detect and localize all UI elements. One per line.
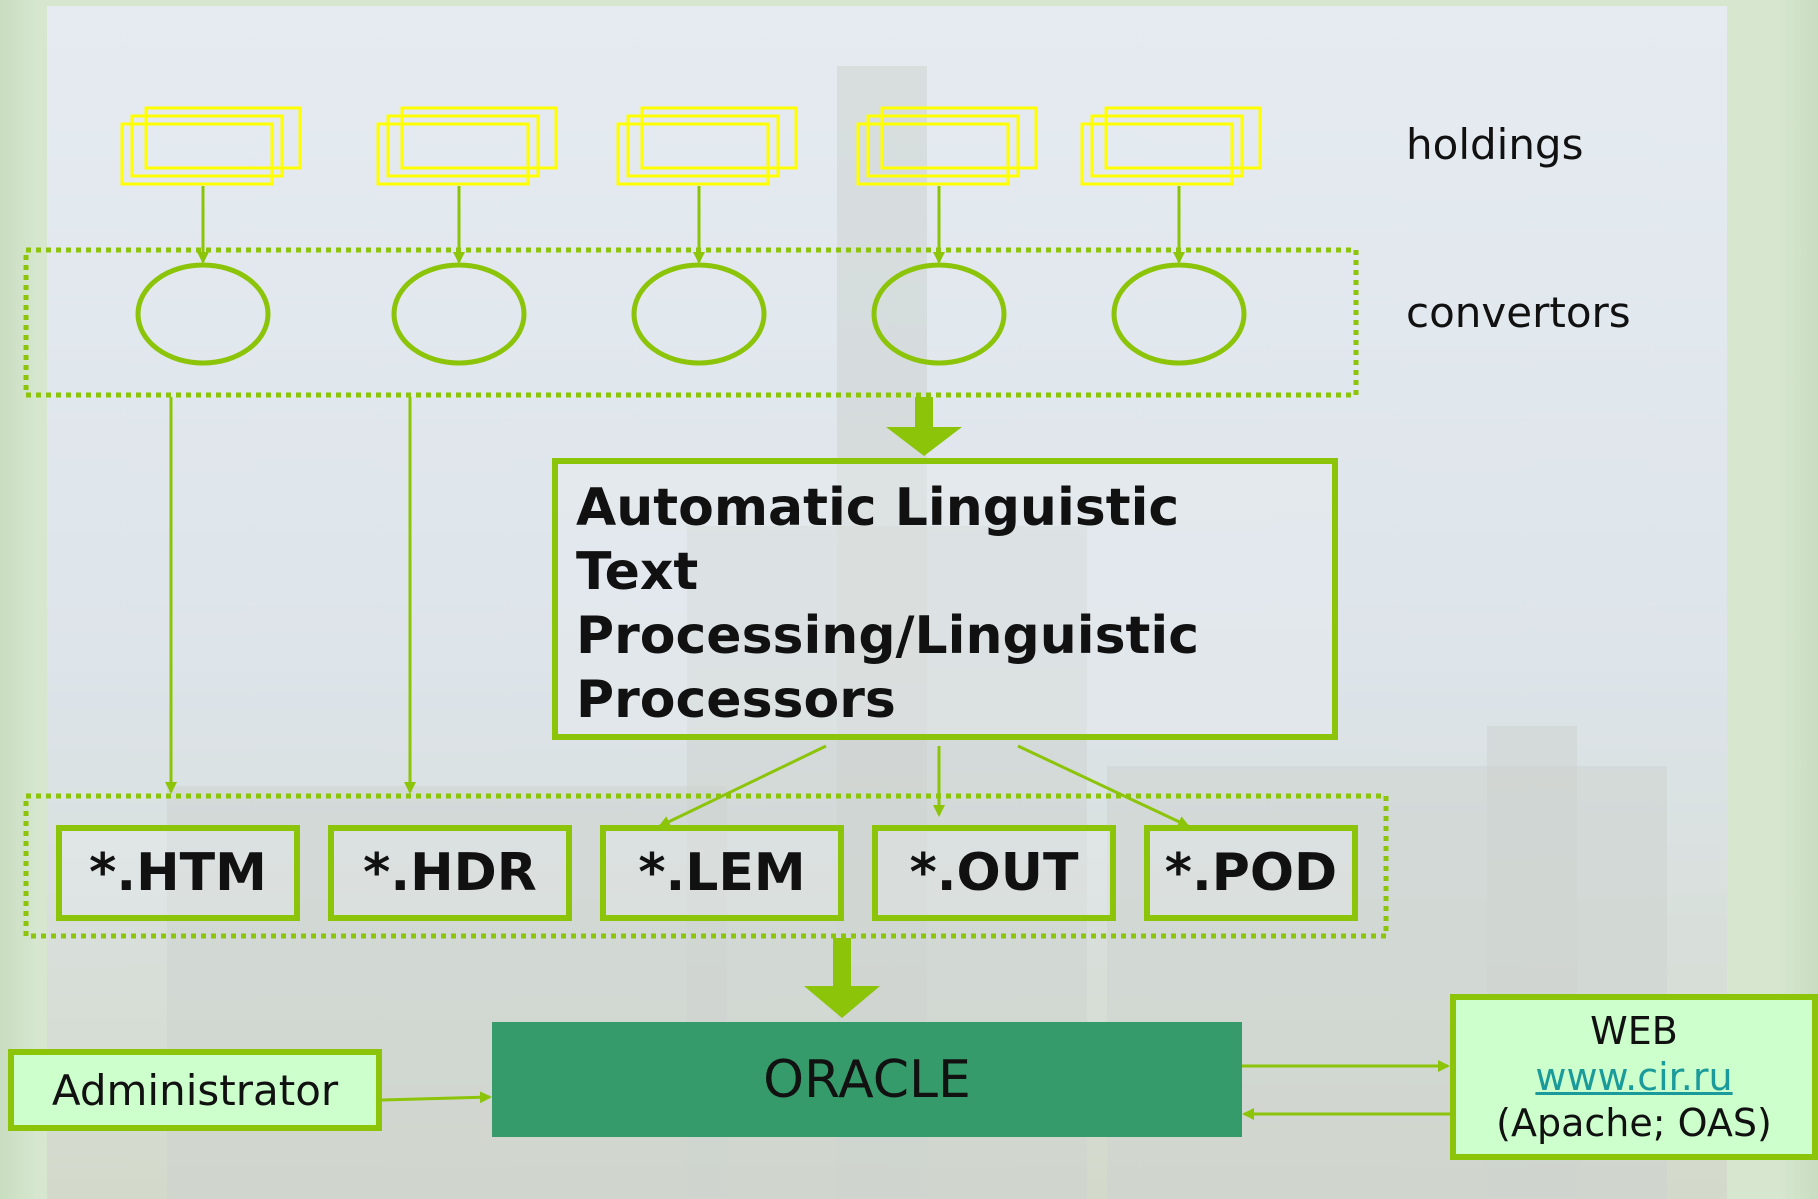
file-pod: *.POD — [1144, 825, 1358, 921]
web-link[interactable]: www.cir.ru — [1535, 1055, 1733, 1099]
holdings-label: holdings — [1406, 120, 1584, 169]
processor-line-4: Processors — [576, 670, 896, 730]
content-panel — [47, 6, 1727, 1199]
convertor-4 — [871, 262, 1007, 366]
file-hdr: *.HDR — [328, 825, 572, 921]
arrow-to-lem — [658, 744, 827, 828]
arrow-admin-to-oracle — [381, 1091, 492, 1104]
web-title: WEB — [1590, 1009, 1678, 1053]
arrow-to-pod — [1017, 744, 1190, 828]
holding-stack-3 — [616, 106, 798, 186]
linguistic-processor-box: Automatic Linguistic Text Processing/Lin… — [552, 458, 1338, 740]
convertor-5 — [1111, 262, 1247, 366]
holding-stack-4 — [856, 106, 1038, 186]
holding-stack-2 — [376, 106, 558, 186]
web-box: WEB www.cir.ru (Apache; OAS) — [1450, 994, 1818, 1160]
files-group — [23, 793, 1389, 939]
convertor-1 — [135, 262, 271, 366]
thick-arrow-to-oracle — [804, 938, 880, 1018]
holding-stack-1 — [120, 106, 302, 186]
convertor-3 — [631, 262, 767, 366]
convertor-2 — [391, 262, 527, 366]
convertors-label: convertors — [1406, 288, 1631, 337]
oracle-database: ORACLE — [492, 1022, 1242, 1137]
processor-line-3: Processing/Linguistic — [576, 606, 1200, 666]
file-lem: *.LEM — [600, 825, 844, 921]
processor-line-2: Text — [576, 542, 699, 602]
convertors-group — [23, 247, 1359, 398]
holding-stack-5 — [1080, 106, 1262, 186]
direct-file-arrows — [165, 397, 416, 794]
administrator-box: Administrator — [8, 1049, 382, 1131]
processor-output-arrows — [658, 744, 1190, 828]
convertor-ellipses — [135, 262, 1247, 366]
file-out: *.OUT — [872, 825, 1116, 921]
web-servers: (Apache; OAS) — [1496, 1101, 1772, 1145]
thick-arrow-to-processor — [886, 397, 962, 456]
file-htm: *.HTM — [56, 825, 300, 921]
processor-line-1: Automatic Linguistic — [576, 478, 1180, 538]
